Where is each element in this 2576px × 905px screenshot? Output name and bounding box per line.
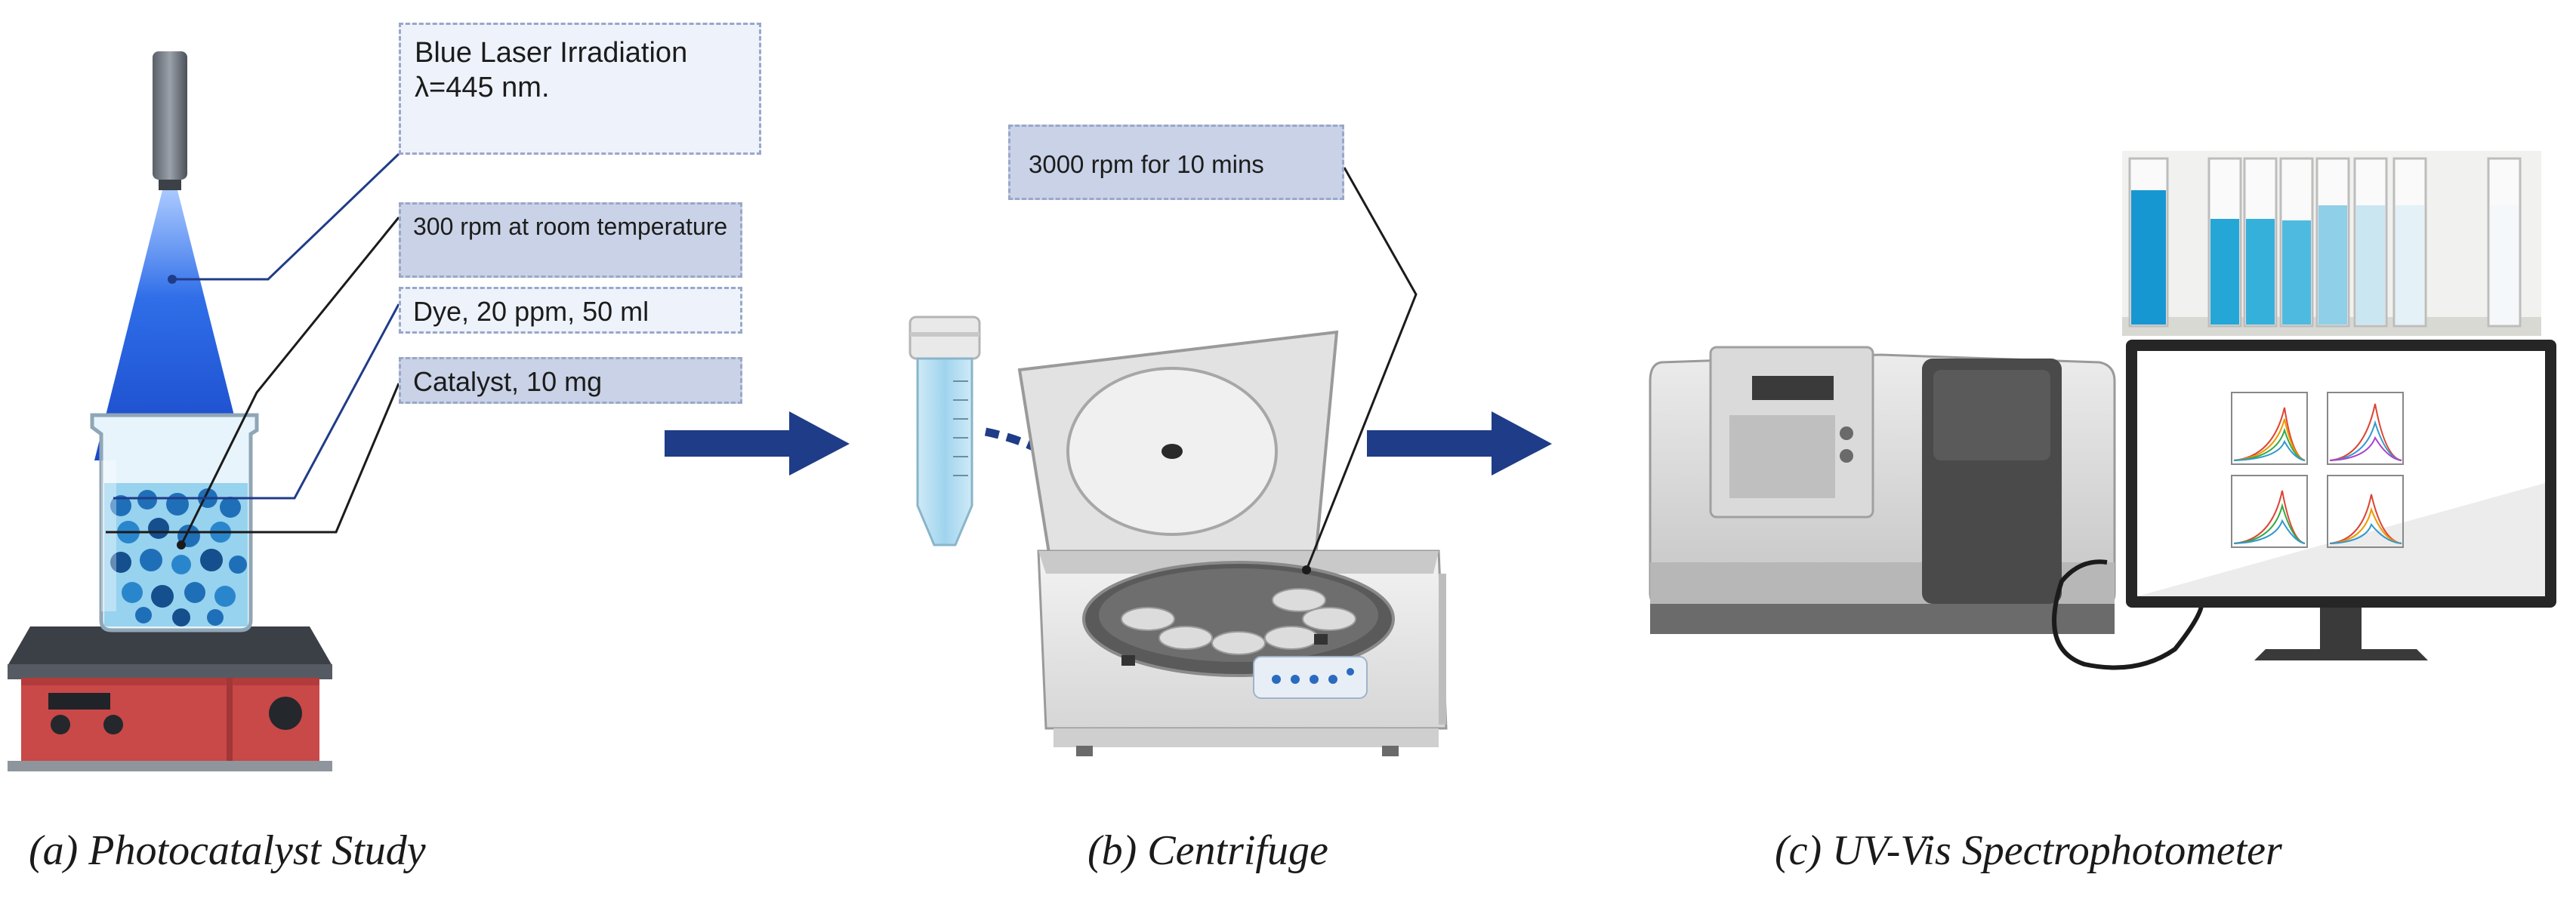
flow-arrow-2 [1367, 411, 1552, 476]
flow-arrow-1 [665, 411, 850, 476]
laser-pointer-icon [153, 51, 187, 190]
monitor-cable [2052, 559, 2204, 670]
caption-a: (a) Photocatalyst Study [29, 827, 426, 874]
cuvette-photo-icon [2122, 151, 2541, 336]
hotplate-stirrer-icon [8, 626, 332, 771]
spectra-plots [2231, 392, 2404, 548]
stir-speed-label: 300 rpm at room temperature [399, 202, 742, 278]
catalyst-label: Catalyst, 10 mg [399, 357, 742, 404]
dye-label: Dye, 20 ppm, 50 ml [399, 287, 742, 334]
spectrophotometer-icon [1649, 346, 2116, 634]
falcon-tube-icon [909, 316, 981, 546]
beaker-icon [90, 413, 259, 633]
callout-lines-a [106, 152, 400, 549]
laser-label: Blue Laser Irradiation λ=445 nm. [399, 23, 761, 155]
laser-beam [94, 190, 245, 460]
callout-line-b [1302, 167, 1418, 574]
monitor-icon [2126, 340, 2556, 660]
centrifuge-setting-label: 3000 rpm for 10 mins [1008, 125, 1344, 200]
caption-b: (b) Centrifuge [1087, 827, 1328, 874]
caption-c: (c) UV-Vis Spectrophotometer [1775, 827, 2282, 874]
centrifuge-icon [1017, 330, 1448, 756]
